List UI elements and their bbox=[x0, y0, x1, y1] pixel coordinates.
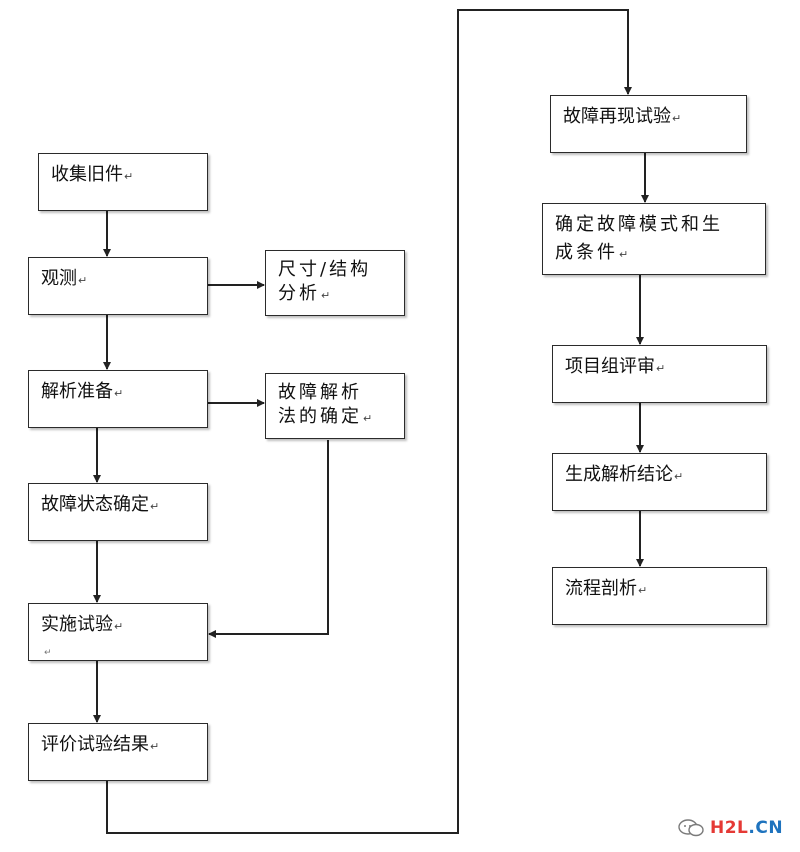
paragraph-mark: ↵ bbox=[150, 740, 160, 753]
node-failure-reproduction-test: 故障再现试验↵ bbox=[550, 95, 747, 153]
node-label: 项目组评审 bbox=[565, 356, 655, 377]
paragraph-mark: ↵ bbox=[656, 362, 666, 375]
node-process-analysis: 流程剖析↵ bbox=[552, 567, 767, 625]
node-failure-state-determination: 故障状态确定↵ bbox=[28, 483, 208, 541]
arrow-method-to-test bbox=[208, 440, 329, 638]
node-failure-analysis-method: 故障解析 法的确定↵ bbox=[265, 373, 405, 439]
node-label: 生成解析结论 bbox=[565, 464, 673, 485]
paragraph-mark: ↵ bbox=[114, 620, 124, 633]
node-analysis-prep: 解析准备↵ bbox=[28, 370, 208, 428]
paragraph-mark: ↵ bbox=[672, 112, 682, 125]
watermark-text-part2: .CN bbox=[748, 818, 784, 838]
node-size-structure-analysis: 尺寸/结构 分析↵ bbox=[265, 250, 405, 316]
paragraph-mark: ↵ bbox=[674, 470, 684, 483]
node-label: 收集旧件 bbox=[51, 164, 123, 185]
node-label: 确定故障模式和生 成条件 bbox=[555, 214, 723, 263]
node-label: 观测 bbox=[41, 268, 77, 289]
watermark-logo: H2L.CN bbox=[676, 812, 796, 844]
node-generate-conclusion: 生成解析结论↵ bbox=[552, 453, 767, 511]
node-conduct-test: 实施试验↵ bbox=[28, 603, 208, 661]
node-determine-failure-mode: 确定故障模式和生 成条件↵ bbox=[542, 203, 766, 275]
node-label: 流程剖析 bbox=[565, 578, 637, 599]
paragraph-mark: ↵ bbox=[150, 500, 160, 513]
node-label: 故障再现试验 bbox=[563, 106, 671, 127]
node-label: 解析准备 bbox=[41, 381, 113, 402]
watermark-text: H2L.CN bbox=[710, 818, 783, 838]
paragraph-mark: ↵ bbox=[638, 584, 648, 597]
node-collect-old-parts: 收集旧件↵ bbox=[38, 153, 208, 211]
node-label: 尺寸/结构 分析 bbox=[278, 259, 372, 304]
paragraph-mark: ↵ bbox=[363, 412, 376, 425]
node-label: 故障状态确定 bbox=[41, 494, 149, 515]
node-label: 故障解析 法的确定 bbox=[278, 382, 362, 427]
node-label: 评价试验结果 bbox=[41, 734, 149, 755]
stray-paragraph-mark: ↵ bbox=[44, 648, 52, 658]
node-label: 实施试验 bbox=[41, 614, 113, 635]
arrow-evaluate-to-reproduction bbox=[106, 9, 632, 834]
node-project-review: 项目组评审↵ bbox=[552, 345, 767, 403]
node-observe: 观测↵ bbox=[28, 257, 208, 315]
watermark-text-part1: H2L bbox=[710, 818, 749, 838]
paragraph-mark: ↵ bbox=[78, 274, 88, 287]
node-evaluate-results: 评价试验结果↵ bbox=[28, 723, 208, 781]
chat-bubble-icon bbox=[678, 819, 704, 837]
paragraph-mark: ↵ bbox=[124, 170, 134, 183]
paragraph-mark: ↵ bbox=[321, 289, 334, 302]
paragraph-mark: ↵ bbox=[619, 248, 632, 261]
paragraph-mark: ↵ bbox=[114, 387, 124, 400]
